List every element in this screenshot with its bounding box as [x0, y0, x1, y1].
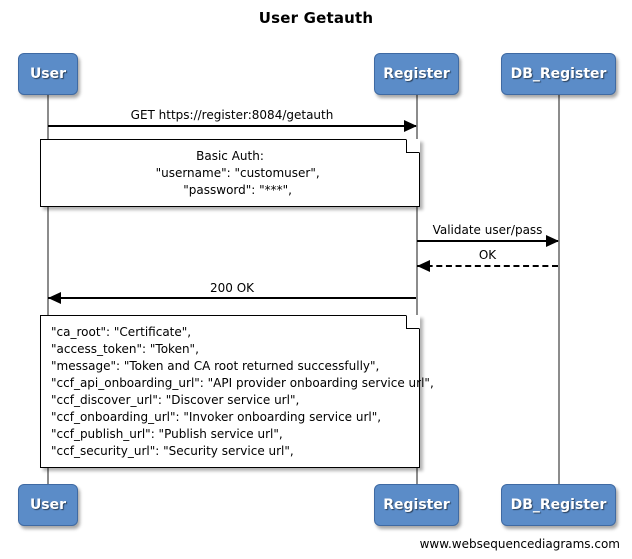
basic-auth-note-lines: Basic Auth: "username": "customuser", "p… — [41, 140, 419, 207]
message-label-get-getauth: GET https://register:8084/getauth — [130, 108, 334, 122]
note-line: "access_token": "Token", — [51, 342, 199, 356]
participant-label-register-bottom: Register — [383, 497, 450, 513]
participant-label-register-top: Register — [383, 66, 450, 82]
note-line: "ccf_security_url": "Security service ur… — [51, 444, 294, 458]
participant-label-db-register-top: DB_Register — [510, 66, 607, 82]
note-line: "ccf_discover_url": "Discover service ur… — [51, 393, 300, 407]
auth-response-note-lines: "ca_root": "Certificate", "access_token"… — [41, 316, 434, 468]
note-line: "username": "customuser", — [140, 166, 320, 180]
message-line-get-getauth — [48, 125, 416, 127]
note-line: "ccf_api_onboarding_url": "API provider … — [51, 376, 434, 390]
message-label-ok: OK — [478, 248, 497, 262]
note-line: "message": "Token and CA root returned s… — [51, 359, 380, 373]
message-label-validate: Validate user/pass — [432, 223, 543, 237]
note-line: "password": "***", — [168, 183, 292, 197]
diagram-title: User Getauth — [258, 9, 374, 27]
auth-response-note: "ca_root": "Certificate", "access_token"… — [40, 315, 434, 468]
message-line-validate — [417, 240, 558, 242]
message-line-ok — [417, 265, 558, 267]
message-line-200-ok — [48, 297, 416, 299]
message-label-200-ok: 200 OK — [209, 281, 255, 295]
basic-auth-note: Basic Auth: "username": "customuser", "p… — [40, 139, 420, 207]
participant-label-user-top: User — [29, 66, 67, 82]
participant-db-register-bottom[interactable]: DB_Register — [501, 484, 616, 526]
participant-label-user-bottom: User — [29, 497, 67, 513]
lifeline-register — [416, 95, 418, 490]
participant-user-top[interactable]: User — [18, 53, 78, 95]
message-arrowhead-200-ok — [48, 292, 61, 304]
footer-watermark: www.websequencediagrams.com — [419, 537, 620, 551]
participant-user-bottom[interactable]: User — [18, 484, 78, 526]
note-line: "ccf_onboarding_url": "Invoker onboardin… — [51, 410, 382, 424]
note-line: Basic Auth: — [196, 149, 264, 163]
note-line: "ccf_publish_url": "Publish service url"… — [51, 427, 283, 441]
participant-register-bottom[interactable]: Register — [374, 484, 459, 526]
participant-register-top[interactable]: Register — [374, 53, 459, 95]
participant-db-register-top[interactable]: DB_Register — [501, 53, 616, 95]
message-arrowhead-get-getauth — [404, 120, 417, 132]
message-arrowhead-ok — [417, 260, 430, 272]
lifeline-db-register — [558, 95, 560, 490]
note-line: "ca_root": "Certificate", — [51, 325, 192, 339]
participant-label-db-register-bottom: DB_Register — [510, 497, 607, 513]
message-arrowhead-validate — [546, 235, 559, 247]
